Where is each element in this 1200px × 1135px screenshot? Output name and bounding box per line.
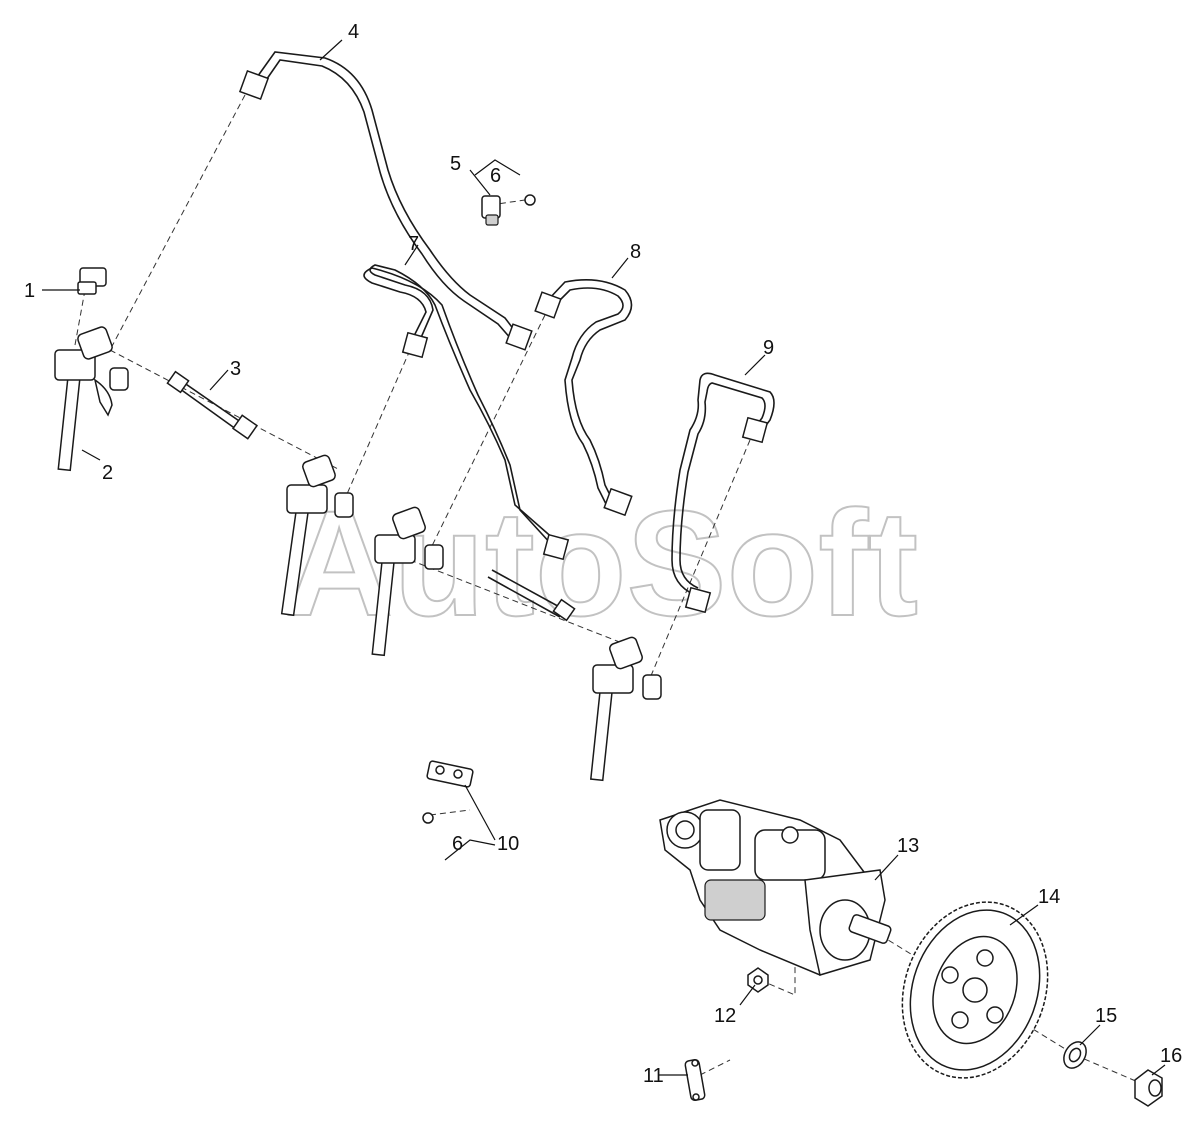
pipe-nut <box>166 370 190 394</box>
callout-14: 14 <box>1038 886 1060 908</box>
callout-2: 2 <box>102 462 113 484</box>
callout-15: 15 <box>1095 1005 1117 1027</box>
injector-clamp-1 <box>77 267 107 295</box>
watermark-text: AutoSoft <box>285 479 918 647</box>
fuel-pipe-8 <box>534 279 633 517</box>
callout-8: 8 <box>630 241 641 263</box>
callout-6: 6 <box>490 165 501 187</box>
callout-labels: 1 2 3 4 5 6 7 8 9 6 10 11 12 13 14 15 16 <box>24 21 1182 1087</box>
callout-9: 9 <box>763 337 774 359</box>
callout-11: 11 <box>643 1065 664 1087</box>
fuel-pump-13 <box>659 799 892 976</box>
callout-1: 1 <box>24 280 35 302</box>
washer-15 <box>1063 1041 1087 1069</box>
bracket-10 <box>422 760 474 824</box>
callout-leaders <box>42 39 1166 1076</box>
pipe-nut-lower <box>505 323 533 351</box>
bolt-6 <box>422 812 434 824</box>
fuel-pipe-4 <box>238 51 533 351</box>
pipe-nut-upper <box>534 291 562 319</box>
callout-4: 4 <box>348 21 359 43</box>
nut-12 <box>747 967 769 993</box>
callout-3: 3 <box>230 358 241 380</box>
bolt-6 <box>524 194 536 206</box>
bracket-5 <box>481 194 536 226</box>
injector-1 <box>54 326 129 472</box>
pipe-nut <box>552 598 576 622</box>
pipe-nut-lower <box>603 487 633 517</box>
fuel-pipe-7 <box>363 264 570 561</box>
callout-13: 13 <box>897 835 919 857</box>
injector-3 <box>371 506 444 657</box>
pipe-nut-upper <box>401 331 429 359</box>
injector-2 <box>280 454 354 617</box>
fuel-pipe-3 <box>166 370 576 622</box>
pipe-nut <box>231 414 259 440</box>
nut-16 <box>1134 1069 1163 1107</box>
callout-7: 7 <box>408 233 419 255</box>
callout-6b: 6 <box>452 833 463 855</box>
pipe-nut-lower <box>684 586 712 614</box>
callout-10: 10 <box>497 833 519 855</box>
injector-4 <box>589 636 662 782</box>
pipe-nut-upper <box>741 416 769 444</box>
callout-12: 12 <box>714 1005 736 1027</box>
fuel-pipe-9 <box>671 372 775 614</box>
pipe-nut-lower <box>542 533 570 561</box>
pipe-nut-upper <box>238 69 270 101</box>
callout-16: 16 <box>1160 1045 1182 1067</box>
clip-11 <box>684 1058 706 1102</box>
gear-14 <box>901 901 1049 1079</box>
callout-5: 5 <box>450 153 461 175</box>
